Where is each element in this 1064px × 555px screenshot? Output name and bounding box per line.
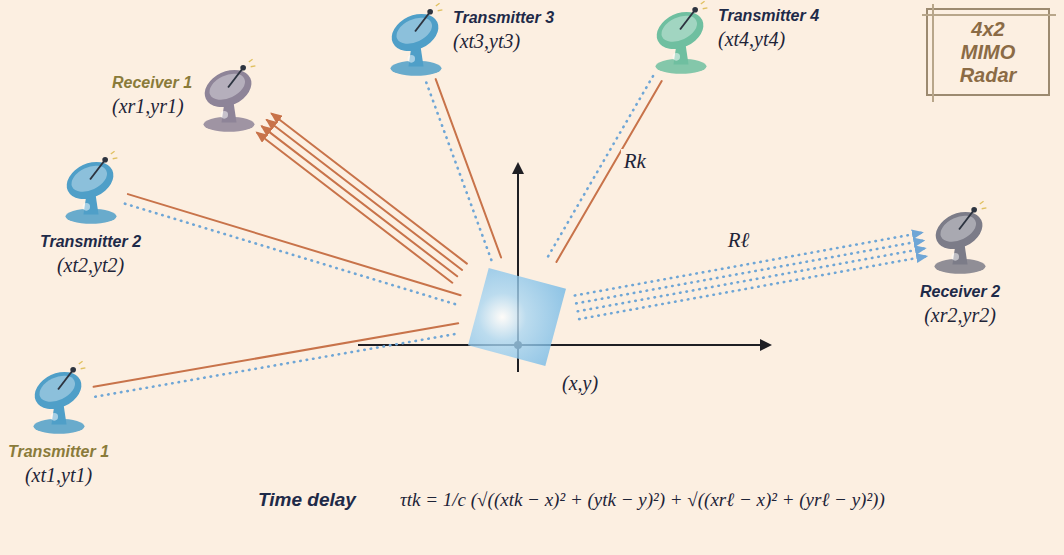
echo-line [272,114,467,264]
range-label: Rℓ [725,228,753,252]
antenna-dish [927,200,993,276]
label-block: Transmitter 3(xt3,yt3) [453,2,554,54]
title-frame: 4x2 MIMO Radar [926,8,1050,96]
label-block: Transmitter 4(xt4,yt4) [718,0,819,52]
coordinate-label: (xt1,yt1) [8,462,109,488]
coordinate-label: (xt2,yt2) [40,252,141,278]
signal-line [578,248,925,311]
echo-line [94,323,459,387]
signal-path [426,79,501,261]
label-block: Receiver 2(xr2,yr2) [920,282,1000,328]
station-name: Receiver 1 [112,73,192,93]
label-block: (x,y) [562,370,598,396]
antenna-dish-shape [199,59,258,132]
station-name: Transmitter 3 [453,8,554,28]
echo-line [556,81,661,262]
x-axis [358,344,764,346]
antenna-node: Transmitter 3(xt3,yt3) [383,2,554,78]
coordinate-label: (xt3,yt3) [453,28,554,54]
antenna-dish [383,2,449,78]
echo-line [257,133,452,283]
station-name: Transmitter 1 [8,442,109,462]
range-label: Rk [621,149,649,173]
y-axis-head [512,162,524,174]
antenna-node: Transmitter 4(xt4,yt4) [648,0,819,76]
signal-path [94,323,460,396]
station-name: Receiver 2 [920,282,1000,302]
antenna-node: Receiver 1(xr1,yr1) [112,58,262,134]
antenna-dish-shape [930,201,989,274]
antenna-dish-shape [651,1,710,74]
signal-line [579,256,926,319]
label-block: Transmitter 1(xt1,yt1) [8,442,109,488]
coordinate-label: (xt4,yt4) [718,26,819,52]
x-axis-head [760,339,772,351]
coordinate-label: (xr1,yr1) [112,93,192,119]
caption-label: Time delay [258,490,356,510]
antenna-node: Transmitter 1(xt1,yt1) [8,360,109,488]
antenna-dish-shape [386,3,445,76]
signal-path [257,114,467,283]
target-square [462,262,574,374]
echo-line [267,120,462,270]
antenna-node: Transmitter 2(xt2,yt2) [40,150,141,278]
antenna-node: Receiver 2(xr2,yr2) [920,200,1000,328]
target-body [468,268,566,366]
formula-label: τtk = 1/c (√((xtk − x)² + (ytk − y)²) + … [400,487,885,513]
antenna-dish-shape [28,361,87,434]
diagram-title: 4x2 MIMO Radar [947,18,1029,87]
antenna-dish [58,150,124,226]
echo-line [436,79,501,257]
signal-line [95,333,460,397]
label-block: Receiver 1(xr1,yr1) [112,73,192,119]
signal-line [426,83,491,261]
signal-line [548,76,653,257]
coordinate-label: (xr2,yr2) [920,302,1000,328]
signal-path [548,76,662,262]
antenna-dish [648,0,714,76]
label-block: Transmitter 2(xt2,yt2) [40,232,141,278]
station-name: Transmitter 2 [40,232,141,252]
coordinate-label: (x,y) [562,370,598,396]
target-node: (x,y) [462,262,598,396]
echo-line [128,194,461,295]
station-name: Transmitter 4 [718,6,819,26]
antenna-dish [26,360,92,436]
antenna-dish [196,58,262,134]
antenna-dish-shape [60,151,119,224]
echo-line [262,126,457,276]
